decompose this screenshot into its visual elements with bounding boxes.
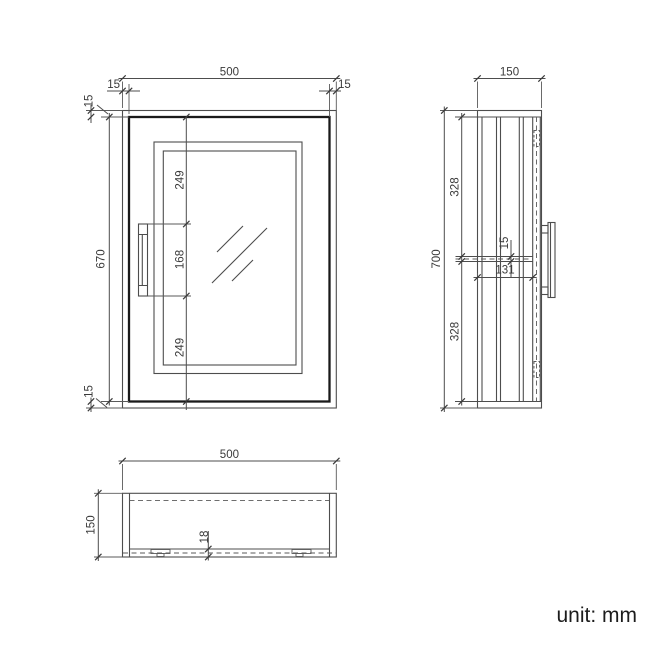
dim-front-right-inset: 15 [338,79,351,91]
dim-front-width: 500 [220,67,239,79]
dim-bottom-width: 500 [220,449,239,461]
hinge-right-tab [295,553,304,557]
dim-front-top-frame: 15 [84,95,96,108]
front-door-outline [127,115,331,403]
unit-label: unit: mm [556,604,637,627]
front-view: 500 15 15 15 670 15 249 168 249 [84,67,351,412]
front-handle [137,223,149,297]
dim-front-bottom-segment: 249 [175,338,187,357]
dim-front-left-inset: 15 [107,79,120,91]
side-handle-stem-top [540,224,549,234]
bottom-hinge-details [150,549,312,557]
bottom-extension-lines [94,464,337,558]
side-view: 150 700 328 15 131 328 [431,67,556,412]
front-extension-lines [86,81,337,409]
dim-side-depth: 150 [500,67,519,79]
side-handle-bar [547,221,556,299]
dim-side-shelf-thickness: 15 [499,237,511,250]
front-mirror-glass [162,150,297,366]
side-handle [540,221,556,299]
dim-bottom-door-thickness: 18 [199,531,211,544]
bottom-cabinet-outline [121,492,337,558]
dim-front-top-segment: 249 [175,170,187,189]
dim-side-inner-depth: 131 [495,265,514,277]
bottom-dimension-ticks [94,457,340,561]
dim-front-bottom-frame: 15 [84,385,96,398]
front-handle-body [137,223,149,297]
side-dimension-ticks [440,74,546,412]
bottom-dimension-lines [97,460,341,561]
dim-front-handle-length: 168 [175,250,187,269]
bottom-panel-lines [128,493,331,557]
dim-side-upper-section: 328 [450,177,462,196]
side-dimension-lines [443,78,546,412]
bottom-view: 500 150 18 [86,449,341,561]
dim-bottom-depth: 150 [86,515,98,534]
front-handle-detail [138,233,148,287]
bottom-hidden-lines [123,500,336,554]
dim-side-lower-section: 328 [450,322,462,341]
dim-front-door-height: 670 [96,249,108,268]
mirror-hatch-lines [211,225,268,284]
front-dimension-ticks [87,74,340,412]
front-door-frame-inner [153,141,303,375]
hinge-left-tab [156,553,165,557]
side-hidden-lines [455,117,537,402]
side-bottom-clip-detail [533,361,540,378]
side-handle-stem-bottom [540,286,549,296]
side-extension-lines [440,81,542,409]
side-top-clip-detail [533,130,540,147]
front-cabinet-outline [121,109,337,409]
dim-side-height: 700 [431,249,443,268]
